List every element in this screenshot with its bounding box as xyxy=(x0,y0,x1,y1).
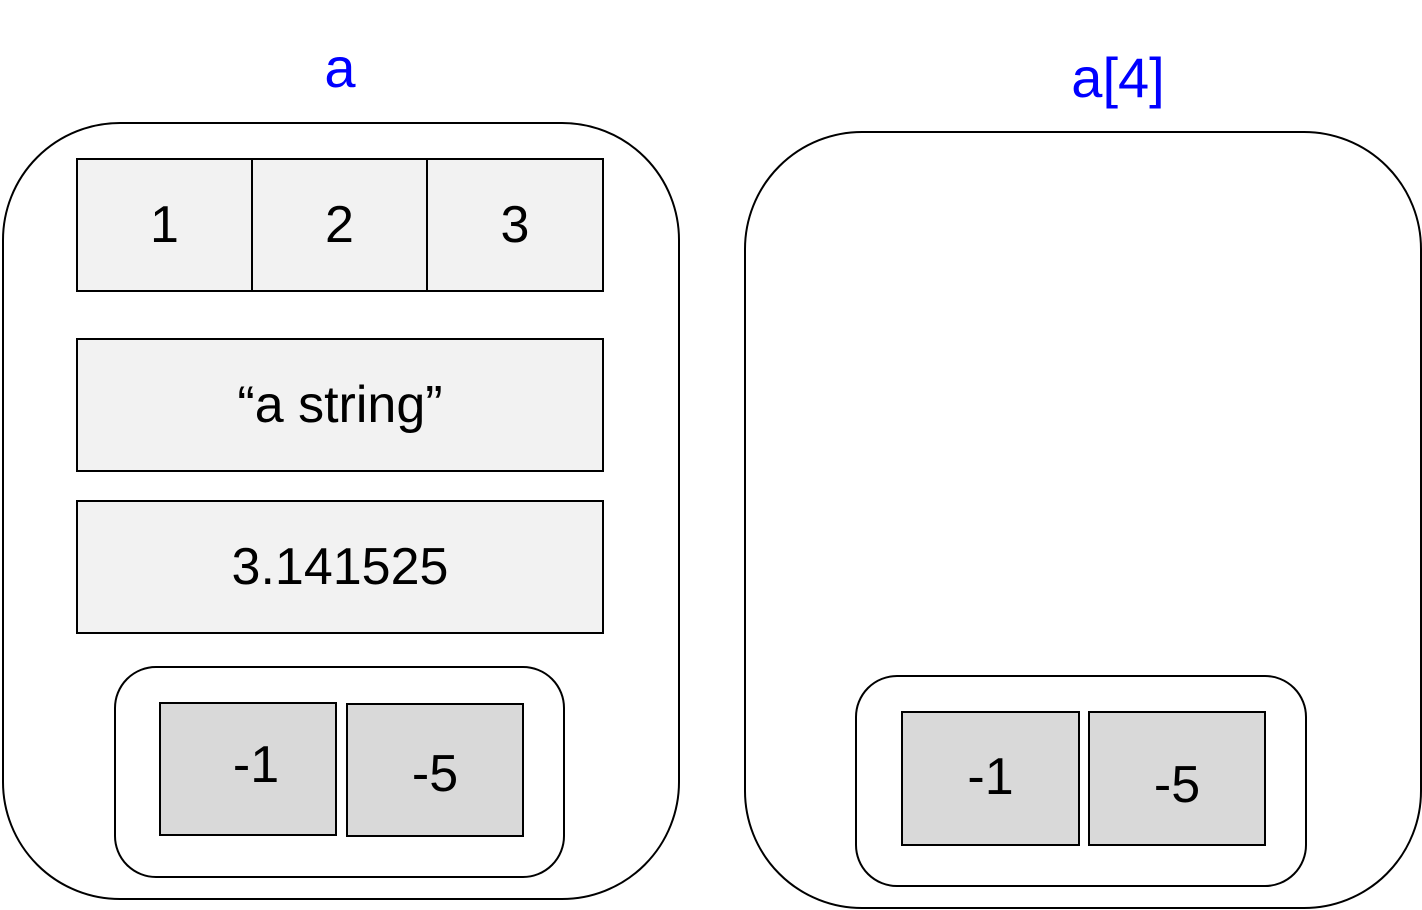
nested-cell-neg5-text: -5 xyxy=(411,745,459,803)
nested-cell-neg1: -1 xyxy=(159,702,337,836)
string-cell: “a string” xyxy=(76,338,604,472)
float-cell: 3.141525 xyxy=(76,500,604,634)
nested-cell-neg1-text: -1 xyxy=(232,736,280,794)
a4-cell-neg1-text: -1 xyxy=(967,747,1014,806)
variable-label-a: a xyxy=(324,36,356,99)
nested-cell-neg5: -5 xyxy=(346,703,524,837)
tuple-cell-1: 1 xyxy=(76,158,253,292)
tuple-cell-2: 2 xyxy=(251,158,428,292)
a4-cell-neg5: -5 xyxy=(1088,711,1266,846)
variable-label-a4: a[4] xyxy=(1071,46,1165,109)
a4-cell-neg1: -1 xyxy=(901,711,1080,846)
a4-cell-neg5-text: -5 xyxy=(1153,755,1201,814)
tuple-cell-3: 3 xyxy=(426,158,604,292)
